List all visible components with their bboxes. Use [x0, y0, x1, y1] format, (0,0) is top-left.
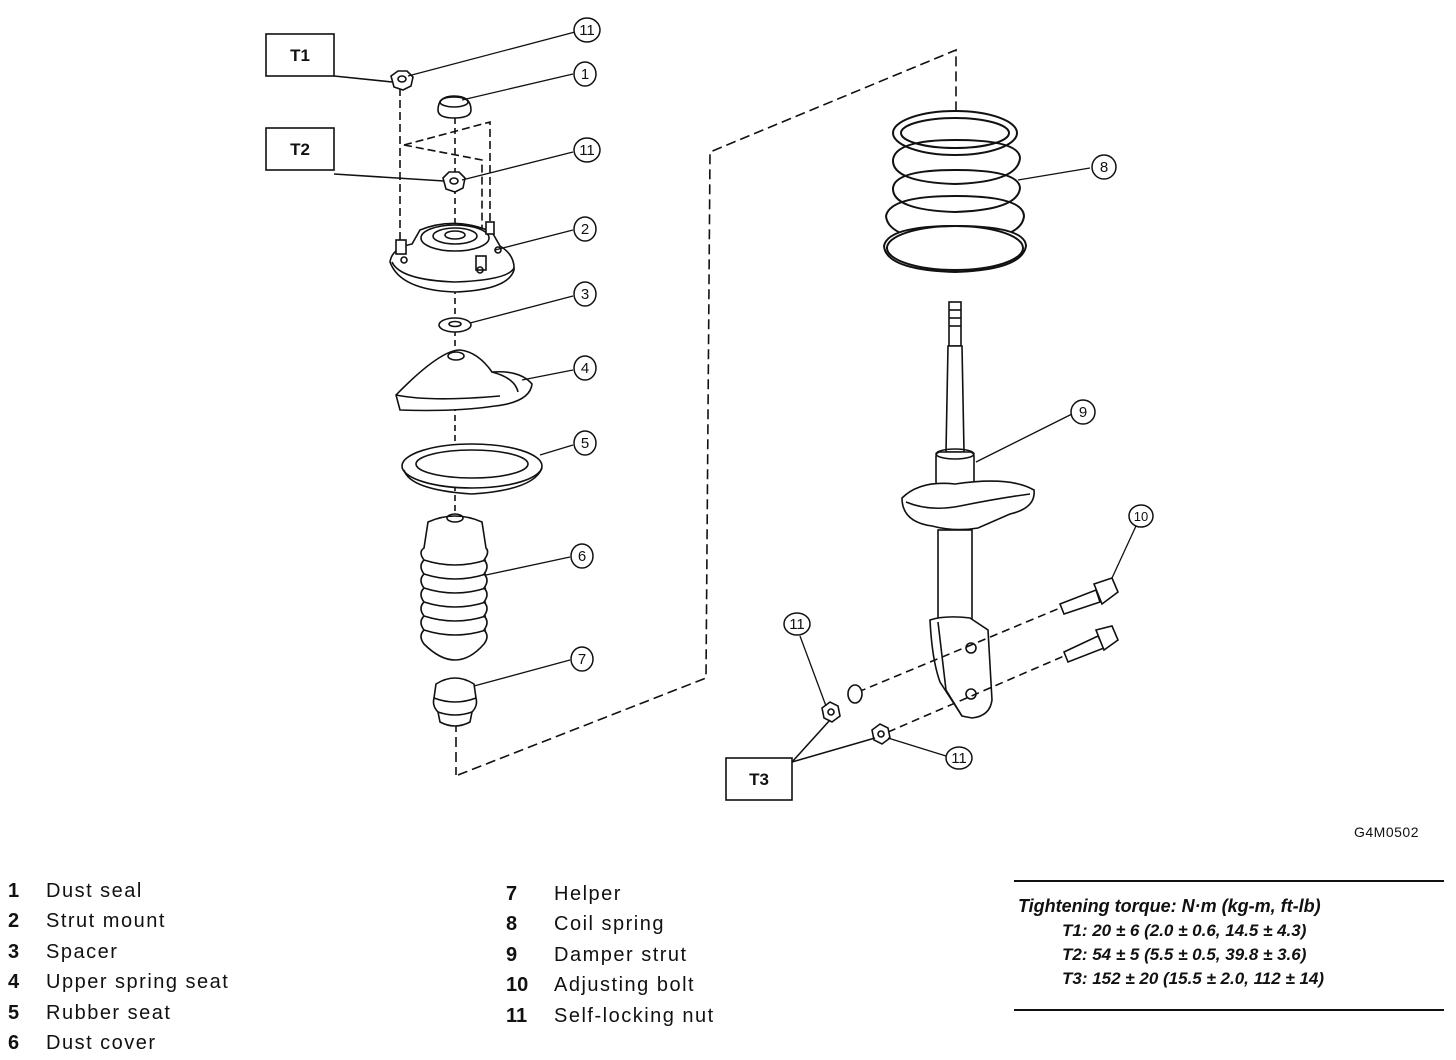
legend-label: Dust seal: [46, 879, 143, 902]
torque-t3: T3: 152 ± 20 (15.5 ± 2.0, 112 ± 14): [1062, 969, 1325, 988]
parts-legend-right: 7 Helper 8 Coil spring 9 Damper strut 10 Adj…: [506, 879, 715, 1032]
t3-callout: [725, 719, 876, 801]
callout-circles: [570, 17, 1154, 770]
legend-item: 9 Damper strut: [506, 940, 715, 971]
torque-top-rule: [1014, 880, 1444, 882]
damper-strut-part: [901, 301, 1035, 719]
self-locking-nut-center: [442, 171, 466, 193]
upper-spring-seat-part: [395, 349, 533, 412]
legend-number: 5: [8, 1001, 20, 1024]
rubber-seat-part: [401, 443, 543, 495]
legend-number: 2: [8, 910, 20, 933]
torque-t2: T2: 54 ± 5 (5.5 ± 0.5, 39.8 ± 3.6): [1062, 945, 1307, 964]
legend-number: 8: [506, 913, 518, 936]
parts-legend-left: 1 Dust seal 2 Strut mount 3 Spacer 4 Upper s…: [8, 876, 229, 1059]
legend-number: 9: [506, 943, 518, 966]
legend-label: Rubber seat: [46, 1001, 172, 1024]
tightening-torque-table: Tightening torque: N·m (kg-m, ft-lb) T1:…: [1014, 880, 1444, 1011]
figure-reference-code: G4M0502: [1354, 824, 1419, 840]
callout-9: 9: [1079, 404, 1087, 421]
adjusting-bolt-upper: [1058, 577, 1119, 615]
legend-item: 3 Spacer: [8, 937, 229, 968]
helper-part: [432, 677, 478, 727]
legend-label: Coil spring: [554, 913, 665, 936]
legend-number: 3: [8, 940, 20, 963]
callout-5: 5: [581, 435, 589, 452]
t3-label: T3: [749, 770, 769, 789]
dust-cover-part: [420, 513, 489, 661]
t1-callout: [265, 33, 393, 83]
callout-1: 1: [581, 66, 589, 83]
dust-seal-part: [437, 95, 472, 119]
legend-item: 5 Rubber seat: [8, 998, 229, 1029]
callout-11-lower-left: 11: [789, 616, 805, 633]
callout-6: 6: [578, 548, 586, 565]
legend-label: Damper strut: [554, 943, 688, 966]
callout-8: 8: [1100, 159, 1108, 176]
callout-10: 10: [1134, 509, 1148, 524]
washer-part: [847, 684, 863, 704]
legend-label: Strut mount: [46, 910, 166, 933]
t1-label: T1: [290, 46, 310, 65]
callout-4: 4: [581, 360, 589, 377]
legend-label: Helper: [554, 882, 622, 905]
legend-item: 4 Upper spring seat: [8, 968, 229, 999]
exploded-strut-diagram: T1 T2 T3 11 1 11 2 3 4 5 6 7 8 9 10 11 1…: [265, 17, 1154, 801]
legend-label: Self-locking nut: [554, 1004, 715, 1027]
legend-label: Adjusting bolt: [554, 974, 696, 997]
t2-callout: [265, 127, 445, 182]
strut-mount-part: [389, 221, 515, 293]
self-locking-nut-top: [390, 70, 414, 91]
legend-item: 10 Adjusting bolt: [506, 971, 715, 1002]
leader-lines: [407, 31, 1137, 757]
self-locking-nut-lower-right: [871, 723, 891, 745]
legend-label: Dust cover: [46, 1032, 157, 1055]
torque-bottom-rule: [1014, 1009, 1444, 1011]
legend-item: 6 Dust cover: [8, 1029, 229, 1060]
legend-item: 11 Self-locking nut: [506, 1001, 715, 1032]
assembly-link-line: [455, 48, 957, 776]
legend-label: Upper spring seat: [46, 971, 230, 994]
callout-11-top: 11: [579, 22, 595, 39]
coil-spring-part: [882, 110, 1028, 274]
legend-number: 4: [8, 971, 20, 994]
callout-11-center: 11: [579, 142, 595, 159]
legend-number: 6: [8, 1032, 20, 1055]
callout-7: 7: [578, 651, 586, 668]
adjusting-bolt-lower: [1062, 625, 1119, 664]
legend-item: 1 Dust seal: [8, 876, 229, 907]
t2-label: T2: [290, 140, 310, 159]
legend-item: 8 Coil spring: [506, 910, 715, 941]
callout-3: 3: [581, 286, 589, 303]
torque-title: Tightening torque: N·m (kg-m, ft-lb): [1018, 896, 1321, 916]
legend-label: Spacer: [46, 940, 119, 963]
legend-item: 2 Strut mount: [8, 907, 229, 938]
callout-2: 2: [581, 221, 589, 238]
legend-number: 7: [506, 882, 518, 905]
torque-t1: T1: 20 ± 6 (2.0 ± 0.6, 14.5 ± 4.3): [1062, 921, 1307, 940]
self-locking-nut-lower-left: [821, 701, 841, 723]
legend-item: 7 Helper: [506, 879, 715, 910]
callout-11-lower-right: 11: [951, 750, 967, 767]
legend-number: 10: [506, 974, 529, 997]
legend-number: 11: [506, 1004, 528, 1027]
legend-number: 1: [8, 879, 20, 902]
bolt-axis-lines: [857, 607, 1065, 733]
spacer-part: [438, 317, 472, 333]
